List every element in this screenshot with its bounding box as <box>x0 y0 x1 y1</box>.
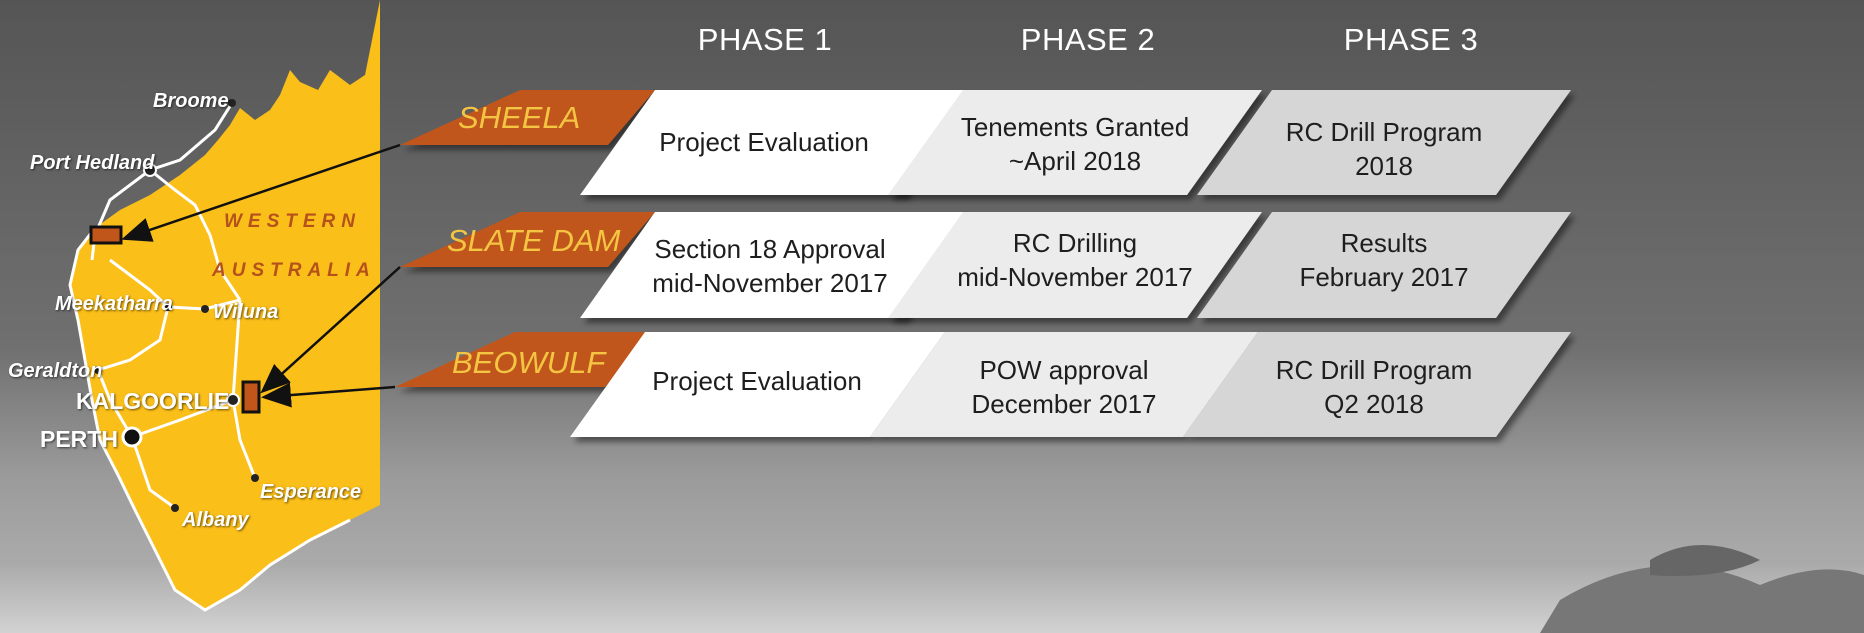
town-label-esperance: Esperance <box>260 481 362 503</box>
town-label-meekatharra: Meekatharra <box>55 293 173 315</box>
box-slate-dam-phase3 <box>1197 212 1571 318</box>
town-label-kalgoorlie: KALGOORLIE <box>76 388 230 414</box>
cell-sheela-phase3: RC Drill Program 2018 <box>1244 115 1524 183</box>
cell-line: POW approval <box>979 355 1149 385</box>
town-label-wiluna: Wiluna <box>213 301 279 323</box>
town-label-broome: Broome <box>153 90 229 112</box>
project-tag-beowulf: BEOWULF <box>452 345 606 380</box>
cell-line: Project Evaluation <box>652 366 862 396</box>
town-label-port-hedland: Port Hedland <box>30 152 155 174</box>
town-label-albany: Albany <box>182 509 249 531</box>
town-label-geraldton: Geraldton <box>8 360 103 382</box>
box-slate-dam-phase2 <box>888 212 1262 318</box>
cell-line: Results <box>1340 228 1428 258</box>
cell-line: Tenements Granted <box>960 112 1190 142</box>
project-tag-slate-dam: SLATE DAM <box>447 223 621 258</box>
town-dot-port-hedland <box>143 163 157 177</box>
town-dot-meekatharra <box>164 303 172 311</box>
box-sheela-phase2 <box>888 90 1262 195</box>
phase-2-header: PHASE 2 <box>1020 22 1156 57</box>
western-australia-map <box>68 0 380 612</box>
box-beowulf-phase3 <box>1183 332 1571 437</box>
cell-beowulf-phase1: Project Evaluation <box>617 364 897 398</box>
cell-line: Section 18 Approval <box>654 234 886 264</box>
cell-line: 2018 <box>1355 151 1413 181</box>
town-dot-geraldton <box>94 366 102 374</box>
cell-slate-dam-phase3: Results February 2017 <box>1244 226 1524 294</box>
town-dot-perth <box>121 426 143 448</box>
town-label-perth: PERTH <box>40 426 118 452</box>
tag-shape-beowulf <box>395 332 650 387</box>
arrow-sheela <box>121 143 401 242</box>
box-beowulf-phase2 <box>870 332 1258 437</box>
coast-outline <box>68 227 351 612</box>
box-beowulf-phase1 <box>570 332 945 437</box>
town-dot-broome <box>228 99 236 107</box>
cell-sheela-phase1: Project Evaluation <box>624 125 904 159</box>
cell-sheela-phase2: Tenements Granted ~April 2018 <box>935 110 1215 178</box>
arrow-slate-dam <box>260 266 401 394</box>
cell-line: Q2 2018 <box>1324 389 1424 419</box>
cell-line: mid-November 2017 <box>957 262 1193 292</box>
cell-slate-dam-phase2: RC Drilling mid-November 2017 <box>935 226 1215 294</box>
cell-line: December 2017 <box>971 389 1157 419</box>
project-tag-sheela: SHEELA <box>458 100 581 135</box>
sheela-project-marker <box>89 225 123 245</box>
cell-line: ~April 2018 <box>1008 146 1142 176</box>
cell-line: mid-November 2017 <box>652 268 888 298</box>
town-dot-esperance <box>251 474 259 482</box>
slate-dam-beowulf-project-marker <box>241 380 261 414</box>
town-dot-wiluna <box>201 305 209 313</box>
box-sheela-phase1 <box>580 90 980 195</box>
cell-slate-dam-phase1: Section 18 Approval mid-November 2017 <box>640 232 900 300</box>
box-slate-dam-phase1 <box>580 212 980 318</box>
tag-shape-sheela <box>400 90 655 145</box>
region-label-western: WESTERN <box>224 211 361 232</box>
region-label-australia: AUSTRALIA <box>212 260 376 281</box>
cell-line: February 2017 <box>1299 262 1469 292</box>
cell-line: RC Drill Program <box>1285 117 1483 147</box>
cell-line: Project Evaluation <box>659 127 869 157</box>
town-dot-kalgoorlie <box>226 393 240 407</box>
tag-shape-slate-dam <box>400 212 655 267</box>
cell-line: RC Drilling <box>1012 228 1138 258</box>
phase-3-header: PHASE 3 <box>1343 22 1479 57</box>
arrow-beowulf <box>261 382 396 408</box>
box-sheela-phase3 <box>1197 90 1571 195</box>
cell-beowulf-phase3: RC Drill Program Q2 2018 <box>1234 353 1514 421</box>
cell-line: RC Drill Program <box>1275 355 1473 385</box>
town-dot-albany <box>171 504 179 512</box>
phase-1-header: PHASE 1 <box>697 22 833 57</box>
cell-beowulf-phase2: POW approval December 2017 <box>924 353 1204 421</box>
